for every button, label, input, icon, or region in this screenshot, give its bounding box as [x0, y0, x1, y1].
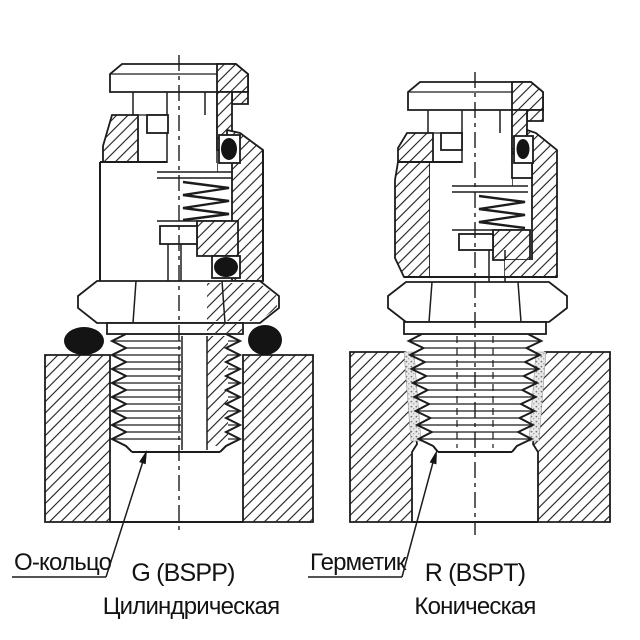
o-ring-seal-left	[64, 327, 104, 355]
left-thread-type: Цилиндрическая	[103, 593, 280, 620]
left-block-right-wall	[242, 354, 314, 523]
left-thread-code: G (BSPP)	[131, 559, 234, 587]
hex-nut-right	[387, 281, 568, 323]
right-block-right-wall	[532, 351, 611, 523]
left-callout: О-кольцо	[12, 450, 147, 578]
collet-latch	[146, 114, 169, 134]
thread-bspp	[109, 333, 243, 453]
left-leader-arrowhead	[139, 450, 147, 465]
collet-latch-right	[440, 132, 463, 151]
right-leader-line	[401, 454, 436, 578]
right-callout-label: Герметик	[310, 549, 407, 576]
collet-shoulder	[102, 114, 139, 163]
right-caption: R (BSPT) Коническая	[414, 559, 536, 620]
o-ring-seal-right	[248, 325, 282, 355]
body-barrel-section	[394, 161, 431, 278]
right-thread-code: R (BSPT)	[425, 559, 526, 587]
collet-section	[196, 220, 239, 257]
collet-shoulder-right	[397, 132, 434, 163]
o-ring-internal	[214, 257, 238, 277]
right-leader-arrowhead	[429, 450, 437, 465]
left-leader-line	[105, 454, 146, 578]
left-fitting	[44, 55, 314, 535]
spring	[182, 180, 230, 222]
spring-right	[478, 194, 526, 230]
left-block-left-wall	[44, 354, 111, 523]
left-callout-label: О-кольцо	[14, 549, 112, 576]
left-caption: G (BSPP) Цилиндрическая	[103, 559, 280, 620]
o-ring-small	[221, 138, 237, 160]
o-ring-small-right	[516, 139, 530, 159]
right-thread-type: Коническая	[414, 593, 535, 620]
right-callout: Герметик	[308, 450, 437, 578]
collet-section-right	[492, 229, 531, 261]
right-fitting	[349, 72, 611, 535]
thread-bspt	[406, 333, 544, 453]
